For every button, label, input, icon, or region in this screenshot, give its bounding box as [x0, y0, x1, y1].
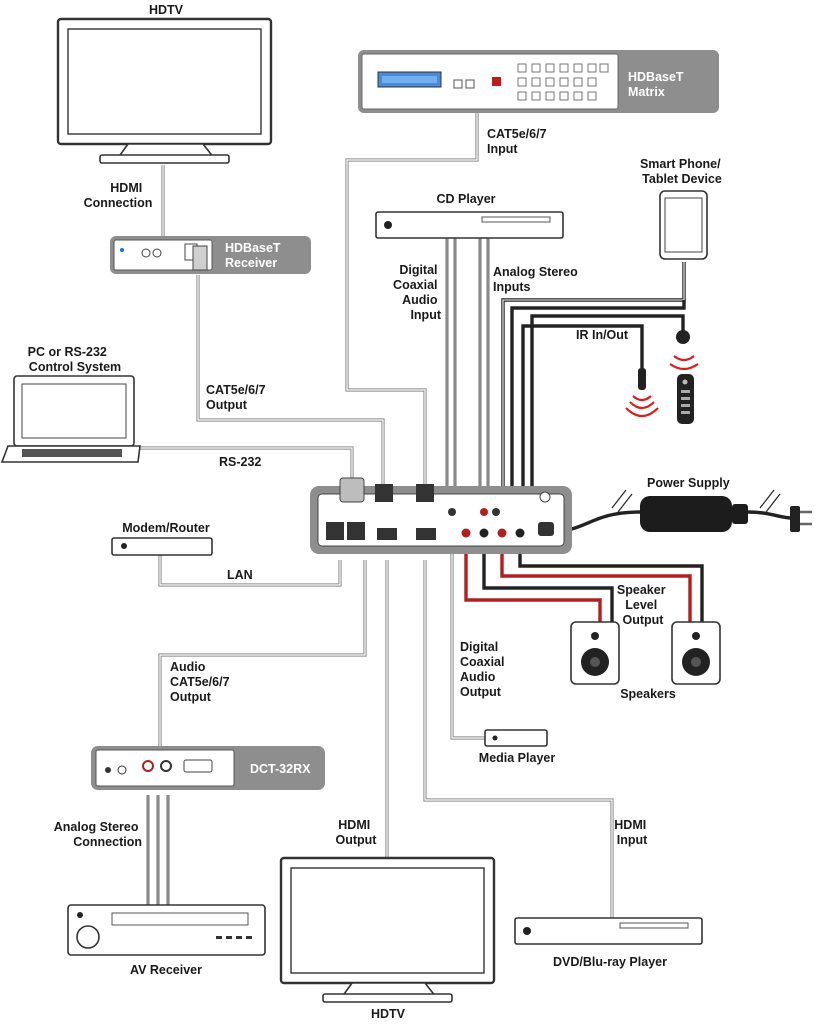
cd-player [375, 211, 564, 239]
av-receiver [67, 904, 266, 956]
analog-stereo-inputs-label: Analog Stereo Inputs [493, 265, 581, 294]
ir-emitter-icon [625, 368, 659, 418]
hdbaset-matrix-label: HDBaseT Matrix [628, 70, 687, 99]
ir-receiver-icon [669, 330, 699, 371]
cables [140, 113, 793, 918]
laptop-pc [0, 375, 141, 463]
analog-stereo-connection-label: Analog Stereo Connection [54, 820, 142, 849]
speaker-right [671, 621, 721, 685]
dvd-bluray-player [514, 917, 703, 945]
dvd-player-label: DVD/Blu-ray Player [553, 955, 667, 969]
hdmi-output-label: HDMI Output [336, 818, 378, 847]
hdtv-top: HDTV [56, 3, 273, 164]
hdmi-connection-label: HDMI Connection [84, 181, 153, 210]
hdtv-top-label: HDTV [149, 3, 184, 17]
main-unit [310, 477, 572, 554]
ir-in-out-label: IR In/Out [576, 328, 629, 342]
cat-input-label: CAT5e/6/7 Input [487, 127, 550, 156]
lan-label: LAN [227, 568, 253, 582]
audio-cat-output-label: Audio CAT5e/6/7 Output [170, 660, 233, 704]
modem-router [111, 537, 213, 556]
speaker-level-output-label: Speaker Level Output [617, 583, 669, 627]
cd-player-label: CD Player [436, 192, 495, 206]
hdmi-input-label: HDMI Input [614, 818, 649, 847]
tablet-device [659, 190, 708, 260]
speakers-label: Speakers [620, 687, 676, 701]
hdtv-bottom-label: HDTV [371, 1007, 406, 1021]
power-supply-label: Power Supply [647, 476, 730, 490]
modem-router-label: Modem/Router [122, 521, 210, 535]
media-player-label: Media Player [479, 751, 556, 765]
pc-rs232-label: PC or RS-232 Control System [28, 345, 122, 374]
av-receiver-label: AV Receiver [130, 963, 202, 977]
digital-coax-output-label: Digital Coaxial Audio Output [460, 640, 508, 699]
hdbaset-matrix: HDBaseT Matrix [358, 50, 719, 113]
hdbaset-receiver: HDBaseT Receiver [110, 236, 311, 274]
power-supply [611, 489, 812, 532]
digital-coax-input-label: Digital Coaxial Audio Input [393, 263, 442, 322]
dct-32rx-label: DCT-32RX [250, 762, 311, 776]
hdtv-bottom [279, 856, 496, 1003]
hdbaset-receiver-label: HDBaseT Receiver [225, 241, 284, 270]
speaker-left [570, 621, 620, 685]
smart-phone-label: Smart Phone/ Tablet Device [640, 157, 724, 186]
dct-32rx: DCT-32RX [91, 746, 325, 790]
cat-output-top-label: CAT5e/6/7 Output [206, 383, 269, 412]
remote-control-icon [677, 374, 694, 424]
rs232-label: RS-232 [219, 455, 261, 469]
media-player [484, 729, 548, 747]
